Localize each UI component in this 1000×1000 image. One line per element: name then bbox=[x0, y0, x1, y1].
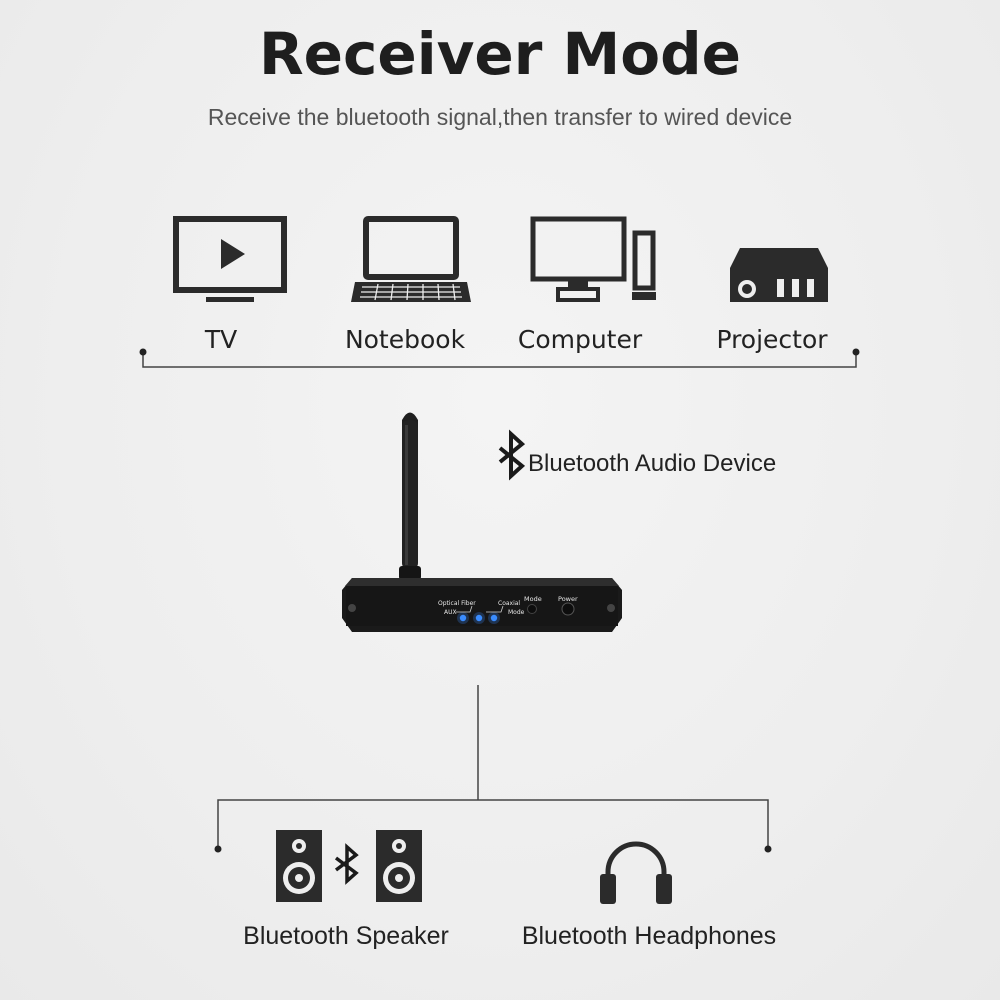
aux-label: AUX bbox=[444, 609, 457, 616]
output-dot-right bbox=[764, 845, 772, 853]
antenna bbox=[399, 412, 421, 580]
led-2 bbox=[475, 614, 483, 622]
device-label-tv: TV bbox=[204, 325, 238, 354]
page-subtitle: Receive the bluetooth signal,then transf… bbox=[207, 104, 793, 130]
device-label-projector: Projector bbox=[716, 325, 828, 354]
speaker-icon-right bbox=[376, 830, 422, 902]
mode-button[interactable] bbox=[527, 604, 537, 614]
laptop-icon bbox=[351, 216, 471, 302]
bluetooth-audio-device-label: Bluetooth Audio Device bbox=[528, 450, 777, 477]
speaker-bluetooth-icon bbox=[334, 843, 359, 885]
bluetooth-icon bbox=[498, 429, 526, 481]
projector-icon bbox=[730, 248, 828, 302]
device-label-computer: Computer bbox=[517, 325, 643, 354]
power-label: Power bbox=[558, 595, 578, 603]
bluetooth-audio-device: Optical Fiber AUX Coaxial Mode Mode Powe… bbox=[342, 578, 622, 632]
input-bracket-line bbox=[142, 352, 857, 368]
power-button[interactable] bbox=[561, 602, 575, 616]
optical-fiber-label: Optical Fiber bbox=[438, 600, 476, 607]
bracket-dot-left bbox=[139, 348, 147, 356]
coaxial-label: Coaxial bbox=[498, 600, 520, 607]
device-label-notebook: Notebook bbox=[344, 325, 466, 354]
bracket-dot-right bbox=[852, 348, 860, 356]
output-label-speaker: Bluetooth Speaker bbox=[243, 922, 449, 950]
headphones-icon bbox=[600, 841, 672, 904]
mode-label: Mode bbox=[524, 595, 542, 603]
led-3 bbox=[490, 614, 498, 622]
output-label-headphones: Bluetooth Headphones bbox=[521, 922, 777, 950]
mode-small-label: Mode bbox=[508, 609, 525, 616]
led-1 bbox=[459, 614, 467, 622]
output-dot-left bbox=[214, 845, 222, 853]
tv-icon bbox=[173, 216, 287, 302]
output-connector-line bbox=[217, 685, 769, 848]
page-title: Receiver Mode bbox=[259, 20, 741, 88]
desktop-computer-icon bbox=[530, 216, 656, 302]
speaker-icon bbox=[276, 830, 322, 902]
